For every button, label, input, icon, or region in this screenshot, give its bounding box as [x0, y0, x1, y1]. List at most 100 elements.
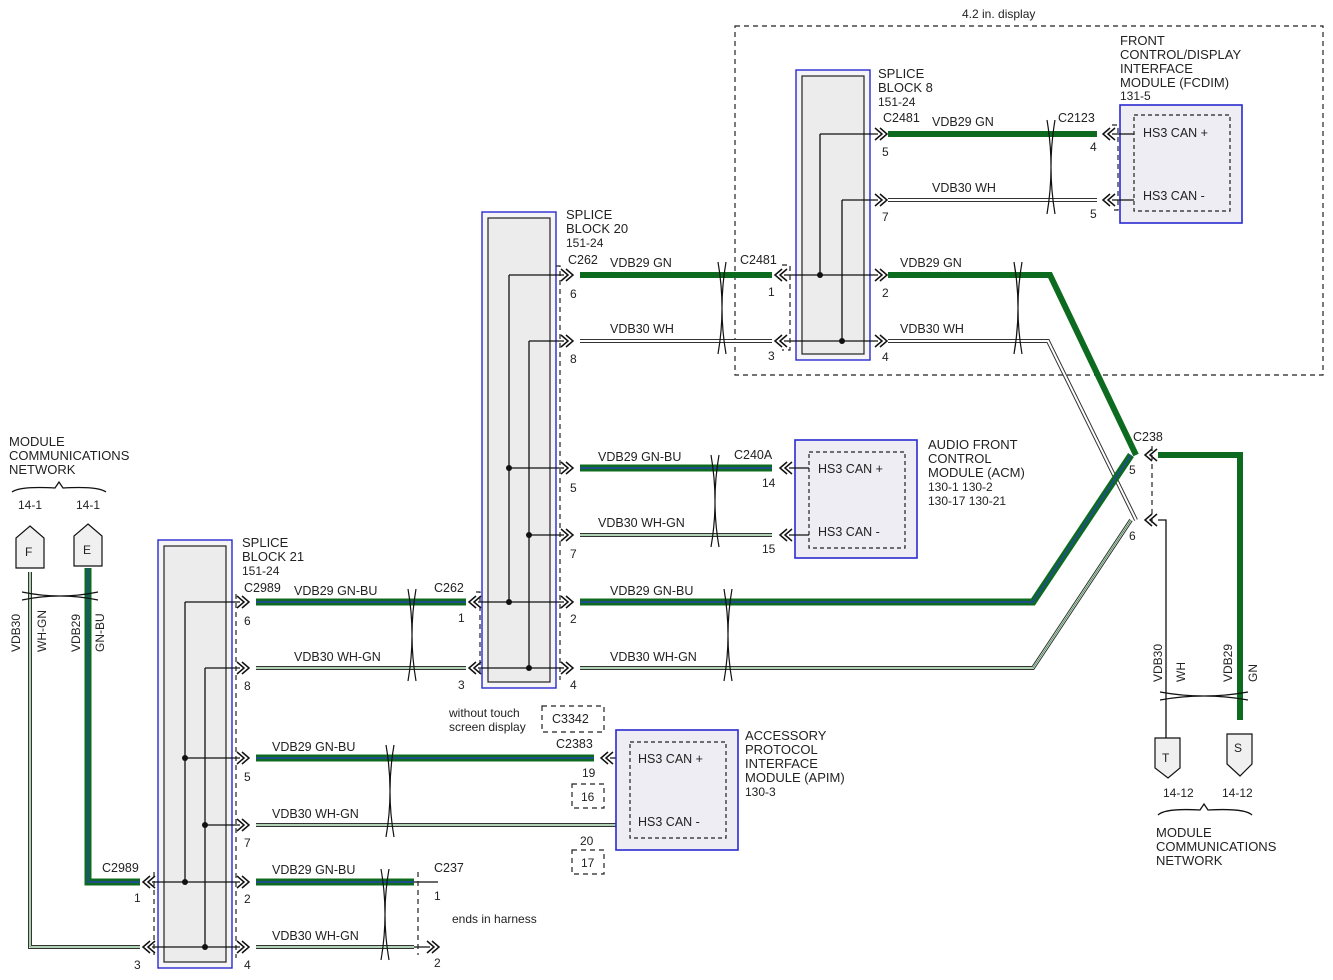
- pin-f-flag: [15, 525, 45, 569]
- fcdim-ref: 131-5: [1120, 89, 1151, 103]
- fcdim-module: HS3 CAN + HS3 CAN - FRONT CONTROL/DISPLA…: [1119, 33, 1243, 224]
- pin-e-flag: [73, 523, 103, 567]
- c262-sb20-label: C262: [568, 253, 598, 267]
- right-network-title-3: NETWORK: [1156, 853, 1223, 868]
- apim-pin-16-box: [571, 783, 605, 809]
- acm-pin-neg: HS3 CAN -: [818, 525, 880, 539]
- acm-pin-15: 15: [762, 542, 776, 556]
- c2989-pin-3: 3: [134, 958, 141, 972]
- sb21-pin-4: 4: [244, 958, 251, 972]
- c238-label: C238: [1133, 430, 1163, 444]
- pin-e-label: E: [83, 543, 91, 557]
- acm-refs-2: 130-17 130-21: [928, 494, 1006, 508]
- c2481-pin-1: 1: [768, 285, 775, 299]
- apim-pin-17-box: [571, 849, 605, 875]
- c262-pin-1: 1: [458, 611, 465, 625]
- left-ref-e: 14-1: [76, 498, 100, 512]
- vdb30-whgn-sb20-low-label: VDB30 WH-GN: [610, 650, 697, 664]
- splice-block-20: SPLICE BLOCK 20 151-24: [481, 207, 628, 689]
- right-network-title-2: COMMUNICATIONS: [1156, 839, 1277, 854]
- c3342-label: C3342: [552, 712, 589, 726]
- c262-label: C262: [434, 581, 464, 595]
- sb20-title-1: SPLICE: [566, 207, 613, 222]
- acm-module: HS3 CAN + HS3 CAN - AUDIO FRONT CONTROL …: [794, 437, 1025, 559]
- apim-module: HS3 CAN + HS3 CAN - ACCESSORY PROTOCOL I…: [615, 728, 845, 851]
- vdb29-gn-fcdim-label: VDB29 GN: [932, 115, 994, 129]
- sb8-title-2: BLOCK 8: [878, 80, 933, 95]
- apim-pin-19: 19: [582, 766, 596, 780]
- apim-title-1: ACCESSORY: [745, 728, 827, 743]
- pin-t-flag: [1154, 737, 1181, 779]
- sb20-pin-4: 4: [570, 678, 577, 692]
- right-vdb29-label: VDB29: [1221, 644, 1235, 682]
- vdb29-gnbu-c237-label: VDB29 GN-BU: [272, 863, 355, 877]
- vdb30-whgn-acm-label: VDB30 WH-GN: [598, 516, 685, 530]
- vdb29-gnbu-sb20-low-label: VDB29 GN-BU: [610, 584, 693, 598]
- vdb30-wh-sb8-out-label: VDB30 WH: [900, 322, 964, 336]
- right-wh-label: WH: [1174, 662, 1188, 682]
- left-ref-f: 14-1: [18, 498, 42, 512]
- fcdim-title-1: FRONT: [1120, 33, 1165, 48]
- sb20-pin-5: 5: [570, 481, 577, 495]
- sb20-title-2: BLOCK 20: [566, 221, 628, 236]
- sb8-pin-4: 4: [882, 350, 889, 364]
- sb8-title-1: SPLICE: [878, 66, 925, 81]
- acm-title-3: MODULE (ACM): [928, 465, 1025, 480]
- apim-ref: 130-3: [745, 785, 776, 799]
- c237-pin-1: 1: [434, 889, 441, 903]
- apim-title-4: MODULE (APIM): [745, 770, 845, 785]
- sb8-pin-7: 7: [882, 210, 889, 224]
- fcdim-title-2: CONTROL/DISPLAY: [1120, 47, 1241, 62]
- vdb29-gn-sb20-label: VDB29 GN: [610, 256, 672, 270]
- sb20-ref: 151-24: [566, 236, 604, 250]
- sb21-title-1: SPLICE: [242, 535, 289, 550]
- vdb29-gnbu-sb21-top-label: VDB29 GN-BU: [294, 584, 377, 598]
- acm-title-1: AUDIO FRONT: [928, 437, 1018, 452]
- c2481-label: C2481: [740, 253, 777, 267]
- c2383-label: C2383: [556, 737, 593, 751]
- apim-pin-20: 20: [580, 834, 594, 848]
- splice-block-21: SPLICE BLOCK 21 151-24: [157, 535, 304, 969]
- sb20-pin-7: 7: [570, 547, 577, 561]
- sb20-pin-2: 2: [570, 612, 577, 626]
- left-network-title-3: NETWORK: [9, 462, 76, 477]
- c240a-label: C240A: [734, 448, 773, 462]
- vdb29-gnbu-apim-label: VDB29 GN-BU: [272, 740, 355, 754]
- sb21-ref: 151-24: [242, 564, 280, 578]
- acm-pin-14: 14: [762, 476, 776, 490]
- right-ref-t: 14-12: [1163, 786, 1194, 800]
- right-network-title-1: MODULE: [1156, 825, 1212, 840]
- fcdim-pin-4: 4: [1090, 140, 1097, 154]
- c238-pin-5: 5: [1129, 463, 1136, 477]
- vdb30-wh-sb20-label: VDB30 WH: [610, 322, 674, 336]
- display-group-label: 4.2 in. display: [962, 7, 1035, 21]
- c237-label: C237: [434, 861, 464, 875]
- sb20-pin-8: 8: [570, 352, 577, 366]
- fcdim-pin-5: 5: [1090, 207, 1097, 221]
- c238-pin-6: 6: [1129, 529, 1136, 543]
- without-touch-1: without touch: [448, 706, 520, 720]
- left-network-title-1: MODULE: [9, 434, 65, 449]
- c2123-label: C2123: [1058, 111, 1095, 125]
- vdb29-gnbu-acm-label: VDB29 GN-BU: [598, 450, 681, 464]
- c262-pin-3: 3: [458, 678, 465, 692]
- right-ref-s: 14-12: [1222, 786, 1253, 800]
- right-gn-label: GN: [1246, 664, 1260, 682]
- left-gnbu-label: GN-BU: [93, 613, 107, 652]
- vdb30-whgn-c237-label: VDB30 WH-GN: [272, 929, 359, 943]
- sb21-pin-6: 6: [244, 614, 251, 628]
- vdb29-gn-sb8-out-label: VDB29 GN: [900, 256, 962, 270]
- sb8-pin-2: 2: [882, 286, 889, 300]
- sb21-pin-7: 7: [244, 836, 251, 850]
- acm-refs-1: 130-1 130-2: [928, 480, 993, 494]
- left-vdb30-label: VDB30: [9, 614, 23, 652]
- sb21-pin-5: 5: [244, 770, 251, 784]
- right-vdb30-label: VDB30: [1151, 644, 1165, 682]
- apim-pin-pos: HS3 CAN +: [638, 752, 703, 766]
- acm-title-2: CONTROL: [928, 451, 992, 466]
- c2989-sb21-label: C2989: [244, 581, 281, 595]
- apim-title-2: PROTOCOL: [745, 742, 818, 757]
- c237-pin-2: 2: [434, 956, 441, 970]
- left-whgn-label: WH-GN: [35, 610, 49, 652]
